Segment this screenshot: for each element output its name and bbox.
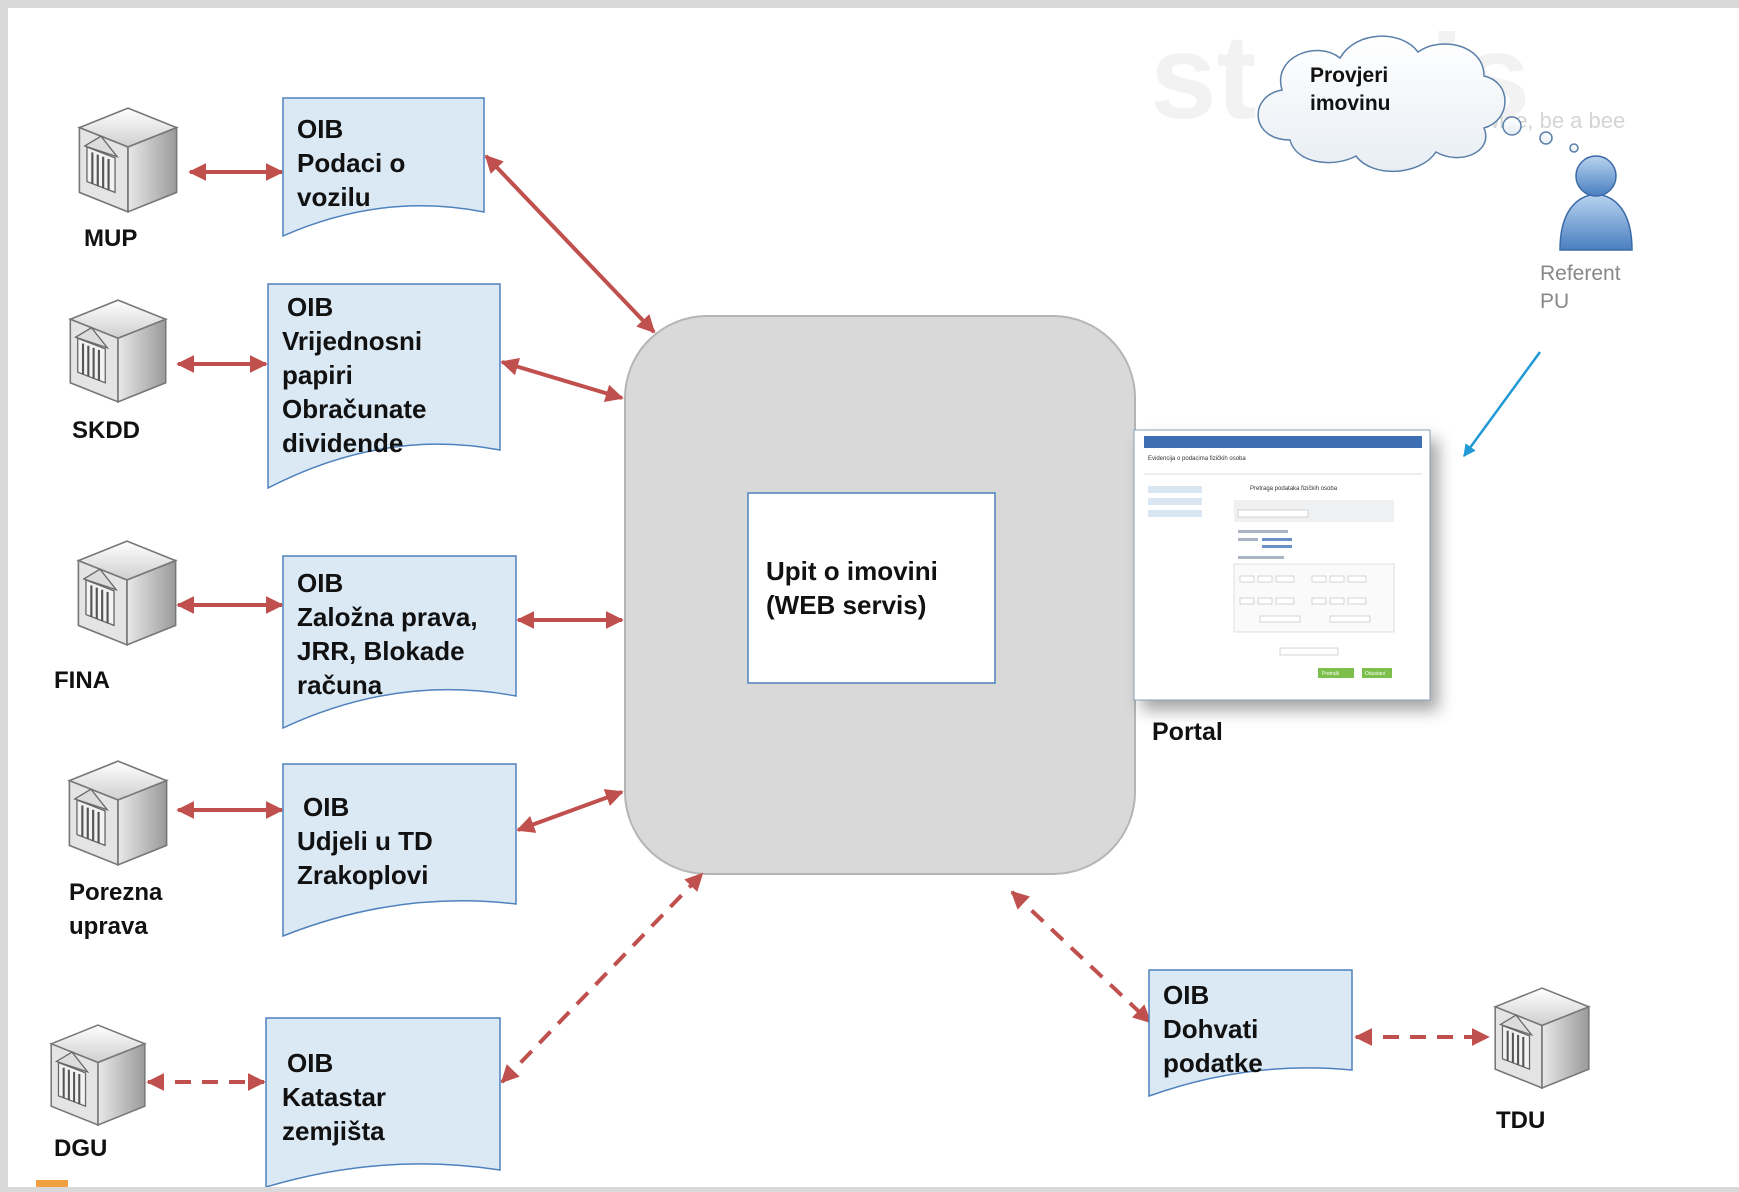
connections — [146, 154, 1490, 1091]
thought-text: Provjeri imovinu — [1310, 64, 1394, 115]
building-dgu-label: DGU — [54, 1135, 107, 1162]
document-tdu: OIB Dohvati podatke — [1148, 969, 1353, 1098]
user-icon — [1559, 155, 1633, 251]
svg-text:Odustani: Odustani — [1365, 671, 1385, 677]
portal-search-button — [1318, 668, 1354, 678]
corner-mark — [36, 1180, 68, 1187]
document-skdd: OIB Vrijednosni papiri Obračunate divide… — [267, 283, 501, 490]
building-fina-icon — [77, 540, 177, 646]
svg-text:OIB Vrijednosni pa: OIB Vrijednosni papiri Obračunate divide… — [282, 292, 434, 458]
building-fina-label: FINA — [54, 667, 110, 694]
building-mup-label: MUP — [84, 225, 137, 252]
user-label: Referent PU — [1540, 262, 1626, 313]
building-tdu-label: TDU — [1496, 1107, 1545, 1134]
svg-text:OIB Katastar zemji: OIB Katastar zemjišta — [282, 1048, 393, 1146]
arrow-mup-hub — [484, 154, 656, 334]
building-skdd-icon — [69, 299, 167, 403]
arrow-porezna-hub — [516, 789, 624, 833]
building-skdd-label: SKDD — [72, 417, 140, 444]
svg-text:OIB Založna prava,: OIB Založna prava, JRR, Blokade računa — [297, 568, 485, 700]
document-porezna: OIB Udjeli u TD Zrakoplovi — [282, 763, 517, 938]
portal-label: Portal — [1152, 718, 1223, 746]
svg-text:Pretraži: Pretraži — [1322, 671, 1339, 677]
arrow-tdu-hub — [1010, 890, 1152, 1024]
svg-text:OIB Podaci o vozil: OIB Podaci o vozilu — [297, 114, 413, 212]
building-porezna-label: Porezna uprava — [69, 879, 169, 940]
svg-text:OIB Dohvati podatk: OIB Dohvati podatke — [1163, 980, 1266, 1078]
arrow-user-portal — [1462, 351, 1542, 458]
document-dgu: OIB Katastar zemjišta — [265, 1017, 501, 1189]
document-mup: OIB Podaci o vozilu — [282, 97, 485, 238]
building-porezna-icon — [68, 760, 168, 866]
svg-text:OIB Udjeli u TD Zr: OIB Udjeli u TD Zrakoplovi — [297, 792, 440, 890]
building-dgu-icon — [50, 1023, 146, 1127]
arrow-skdd-hub — [500, 358, 624, 402]
building-mup-icon — [78, 107, 178, 213]
arrow-dgu-hub — [500, 872, 704, 1084]
web-service-label: Upit o imovini (WEB servis) — [766, 556, 945, 620]
portal-screen-content: Evidencija o podacima fizičkih osoba Pre… — [1144, 436, 1422, 678]
thought-cloud — [1257, 35, 1579, 173]
building-tdu-icon — [1494, 987, 1590, 1089]
web-service-inner-box — [747, 492, 996, 684]
document-fina: OIB Založna prava, JRR, Blokade računa — [282, 555, 517, 730]
portal-cancel-button — [1362, 668, 1392, 678]
portal-screen-heading: Pretraga podataka fizičkih osoba — [1250, 486, 1338, 492]
portal-screen-title: Evidencija o podacima fizičkih osoba — [1148, 456, 1246, 462]
